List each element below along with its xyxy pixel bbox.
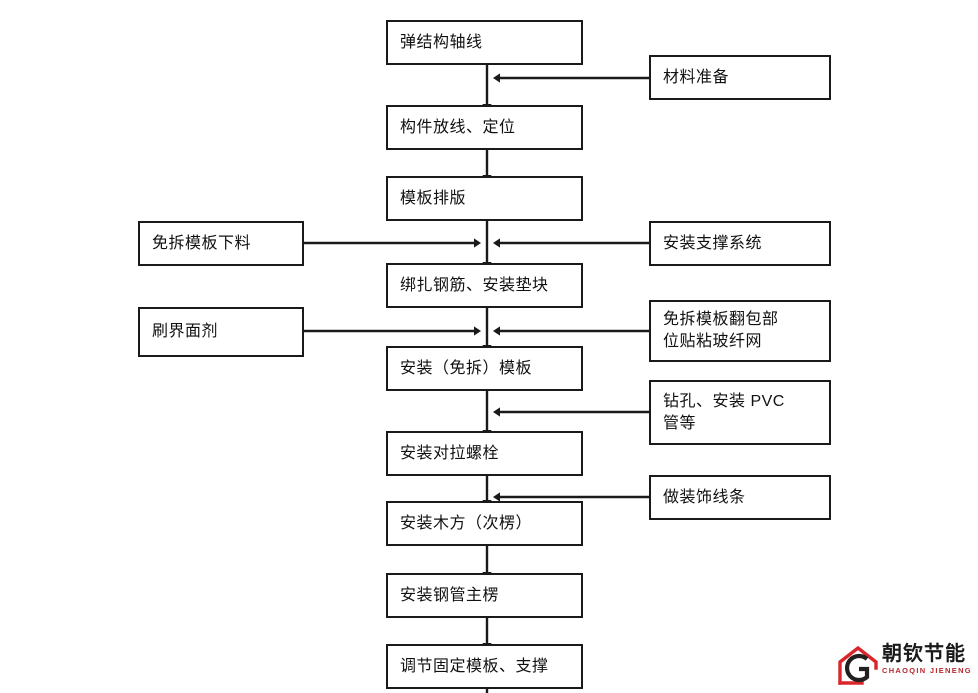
flow-node-label: 弹结构轴线 — [400, 33, 483, 51]
flow-node-label: 做装饰线条 — [663, 488, 746, 506]
flow-node-label: 调节固定模板、支撑 — [400, 657, 549, 675]
flow-node-r2[interactable]: 安装支撑系统 — [649, 221, 831, 266]
logo-wordmark: 朝钦节能 CHAOQIN JIENENG — [882, 643, 976, 676]
flow-node-label-line2: 位贴粘玻纤网 — [663, 333, 763, 350]
logo-house-mark-icon — [838, 645, 878, 685]
flow-node-label: 材料准备 — [663, 68, 730, 86]
flow-node-r3[interactable]: 免拆模板翻包部 位贴粘玻纤网 — [649, 300, 831, 362]
flow-node-label: 安装木方（次楞） — [400, 514, 533, 532]
flow-node-m8[interactable]: 安装钢管主楞 — [386, 573, 583, 618]
flow-node-label-multiline: 免拆模板翻包部 位贴粘玻纤网 — [663, 309, 817, 352]
flow-node-label-line1: 钻孔、安装 PVC — [663, 392, 785, 410]
flow-node-m2[interactable]: 构件放线、定位 — [386, 105, 583, 150]
flow-node-label: 构件放线、定位 — [400, 118, 516, 136]
flow-node-l1[interactable]: 免拆模板下料 — [138, 221, 304, 266]
flow-node-r4[interactable]: 钻孔、安装 PVC 管等 — [649, 380, 831, 445]
flow-node-m7[interactable]: 安装木方（次楞） — [386, 501, 583, 546]
flow-node-label: 刷界面剂 — [152, 323, 219, 341]
flow-node-label: 安装支撑系统 — [663, 234, 763, 252]
flow-node-r5[interactable]: 做装饰线条 — [649, 475, 831, 520]
flow-node-m9[interactable]: 调节固定模板、支撑 — [386, 644, 583, 689]
flow-node-label: 安装（免拆）模板 — [400, 359, 533, 377]
flow-node-m6[interactable]: 安装对拉螺栓 — [386, 431, 583, 476]
flow-node-m3[interactable]: 模板排版 — [386, 176, 583, 221]
flow-node-label: 安装对拉螺栓 — [400, 444, 500, 462]
flow-node-label-line1: 免拆模板翻包部 — [663, 311, 779, 329]
flow-node-label: 免拆模板下料 — [152, 234, 252, 252]
flow-node-r1[interactable]: 材料准备 — [649, 55, 831, 100]
logo-name-cn: 朝钦节能 — [882, 643, 966, 665]
flow-node-m4[interactable]: 绑扎钢筋、安装垫块 — [386, 263, 583, 308]
logo-name-en: CHAOQIN JIENENG — [882, 666, 972, 675]
flow-node-label: 安装钢管主楞 — [400, 586, 500, 604]
company-logo: 朝钦节能 CHAOQIN JIENENG — [836, 643, 976, 691]
flow-node-label-line2: 管等 — [663, 414, 697, 432]
flow-node-label: 模板排版 — [400, 189, 467, 207]
flow-node-l2[interactable]: 刷界面剂 — [138, 307, 304, 357]
flow-node-m5[interactable]: 安装（免拆）模板 — [386, 346, 583, 391]
flow-node-label: 绑扎钢筋、安装垫块 — [400, 276, 549, 294]
flow-node-m1[interactable]: 弹结构轴线 — [386, 20, 583, 65]
flow-node-label-multiline: 钻孔、安装 PVC 管等 — [663, 391, 817, 434]
